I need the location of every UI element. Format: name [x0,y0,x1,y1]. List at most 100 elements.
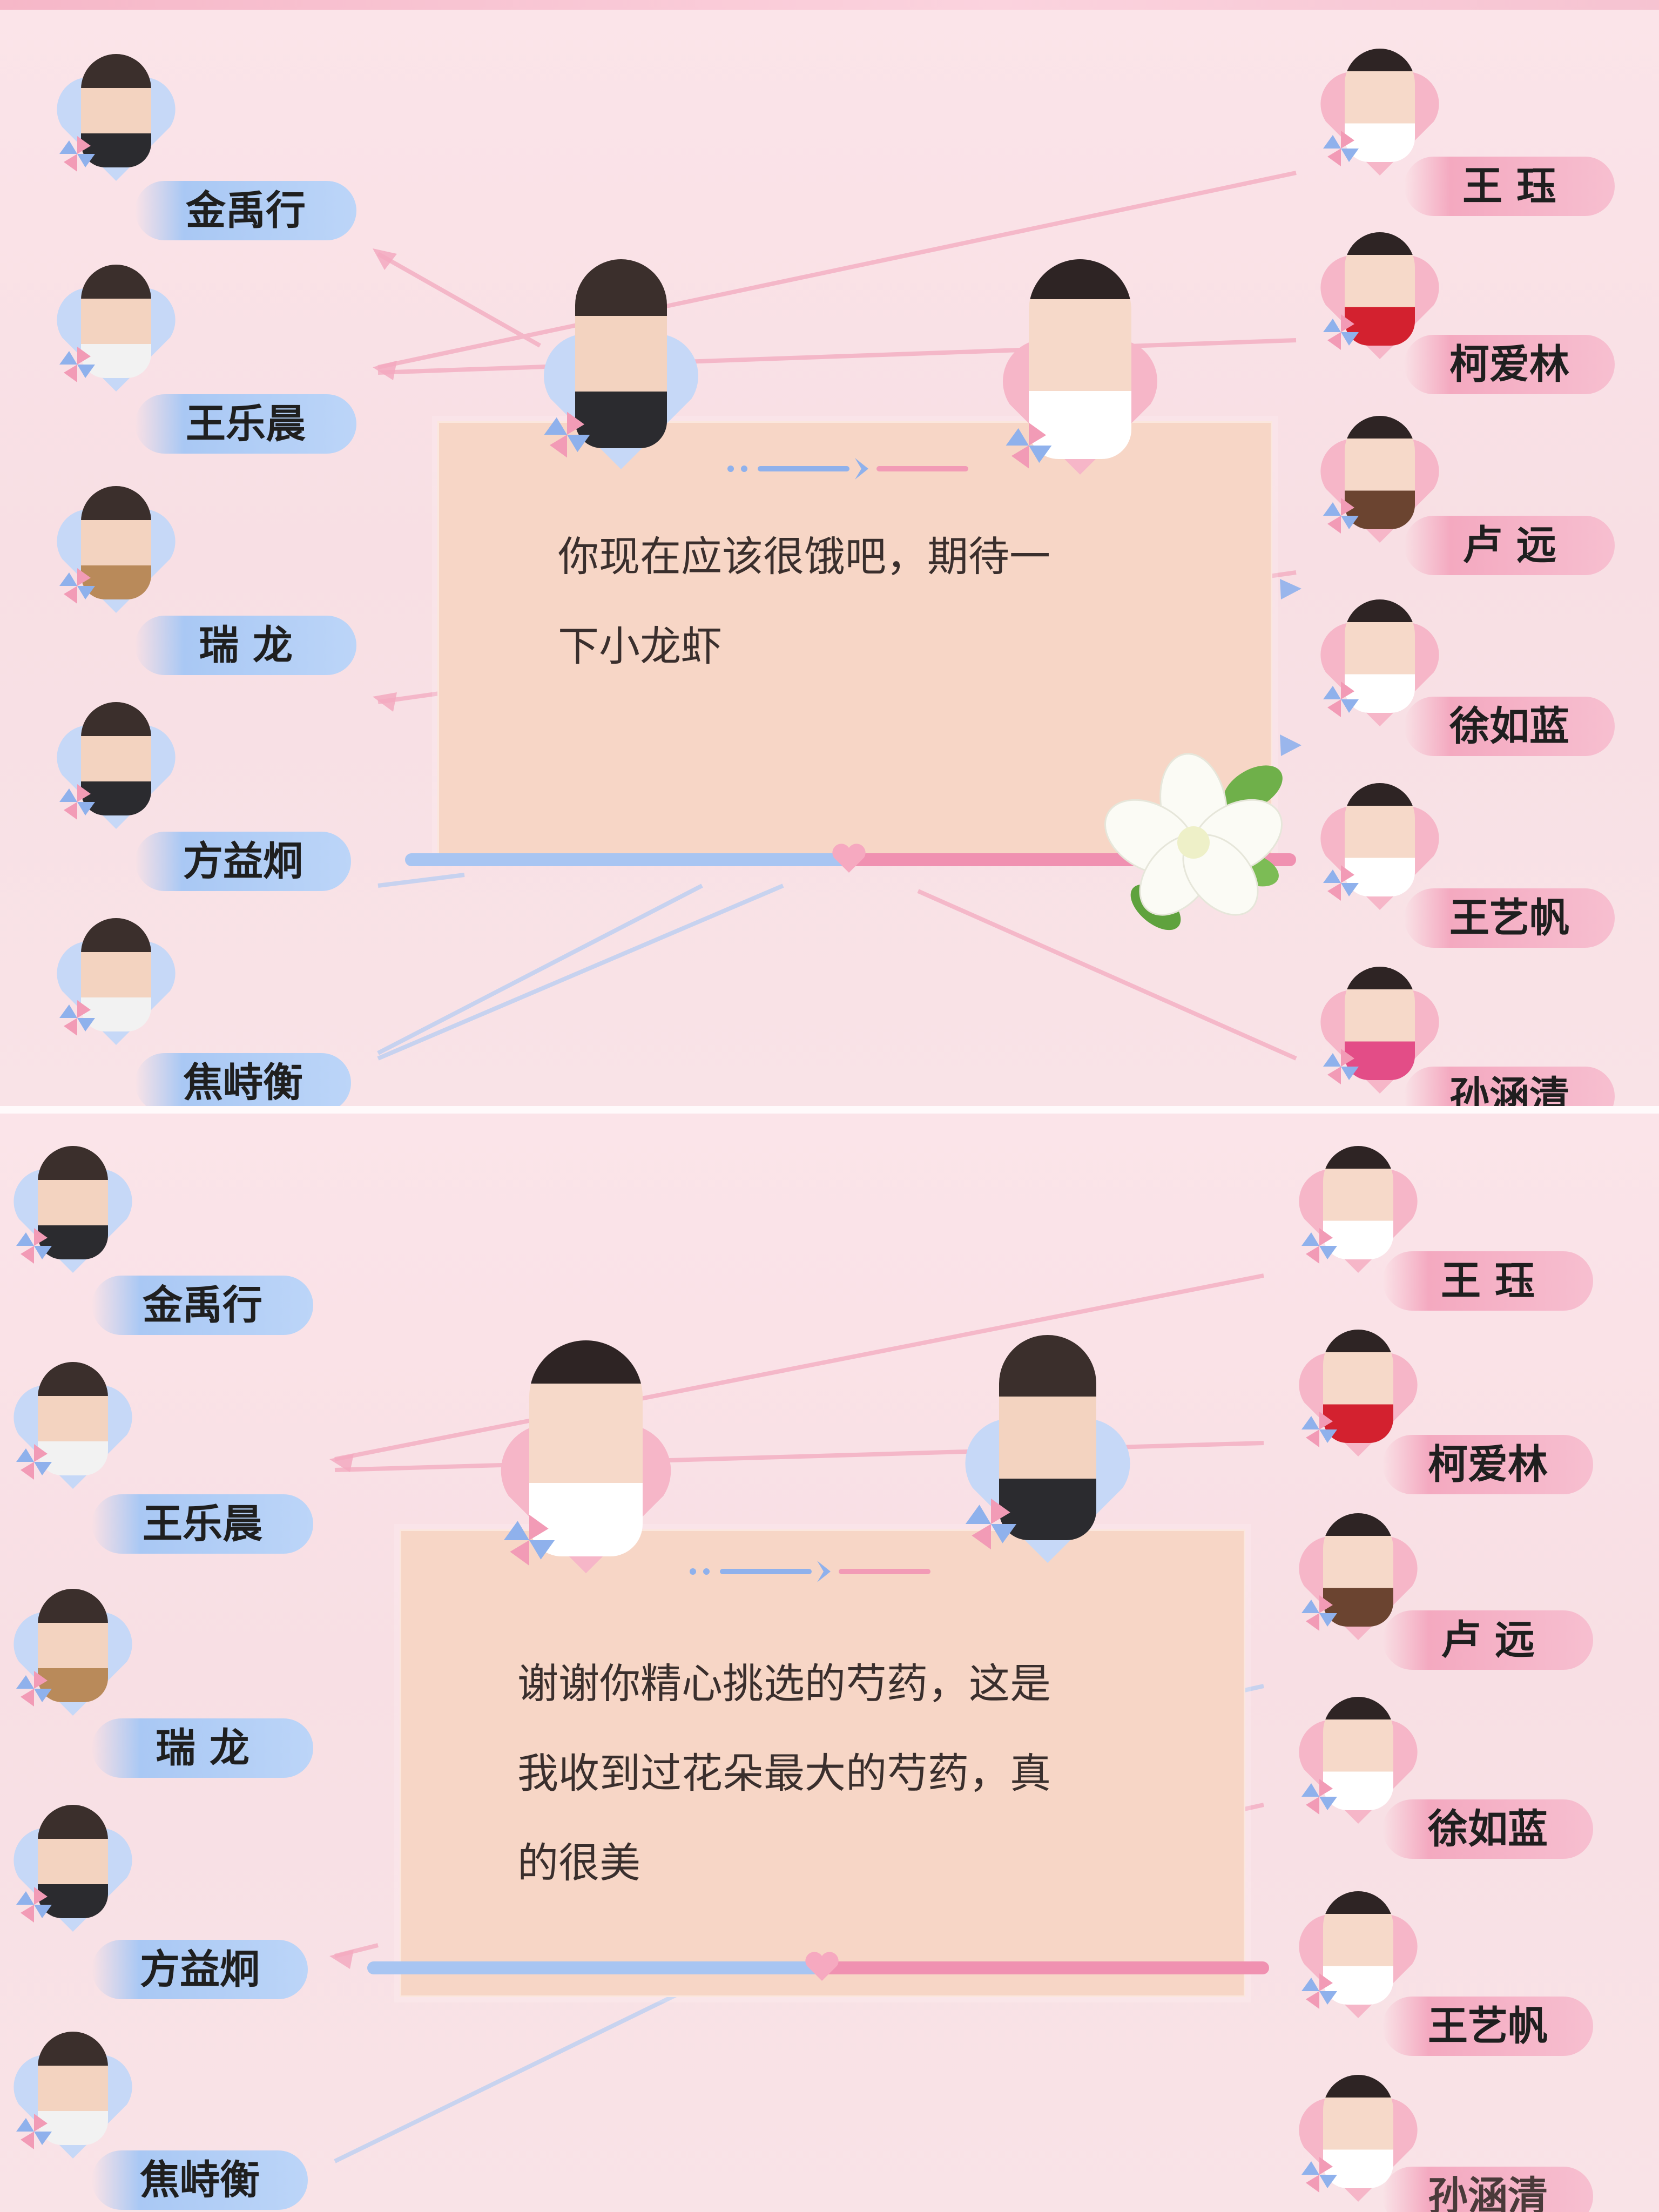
cast-name-tag: 柯爱林 [1382,1435,1593,1494]
top-border [0,0,1659,10]
cast-avatar-male-1[interactable] [11,1146,135,1276]
message-card: 你现在应该很饿吧，期待一 下小龙虾 [437,421,1272,857]
cast-name-tag: 王乐晨 [135,394,356,454]
cast-name-tag: 方益炯 [135,832,351,891]
cast-name-tag: 王 珏 [1382,1251,1593,1311]
message-text: 你现在应该很饿吧，期待一 下小龙虾 [558,532,1050,670]
message-text: 谢谢你精心挑选的芍药，这是 我收到过花朵最大的芍药，真 的很美 [517,1660,1051,1887]
cast-avatar-female-5[interactable] [1296,1891,1420,2021]
cast-name-tag: 方益炯 [92,1940,308,1999]
portrait [1345,783,1415,896]
portrait [999,1335,1096,1540]
portrait [575,259,667,448]
cast-avatar-male-2[interactable] [54,265,178,394]
cast-name-tag: 徐如蓝 [1404,697,1615,756]
portrait [1345,232,1415,346]
portrait [1345,599,1415,713]
portrait [1323,1891,1393,2005]
cast-avatar-male-2[interactable] [11,1362,135,1492]
divider-bar-pink [821,1961,1269,1974]
cast-avatar-female-4[interactable] [1318,599,1442,729]
pinwheel-icon [503,1514,555,1566]
pinwheel-icon [1323,865,1359,901]
cast-avatar-male-5[interactable] [54,918,178,1048]
portrait [81,918,151,1031]
cast-name-tag: 焦峙衡 [135,1053,351,1106]
cast-name-tag: 柯爱林 [1404,335,1615,394]
portrait [1029,259,1131,459]
cast-name-tag: 孙涵清 [1382,2167,1593,2212]
cast-avatar-female-2[interactable] [1296,1330,1420,1459]
pinwheel-icon [1323,1049,1359,1084]
cast-avatar-female-3[interactable] [1296,1513,1420,1643]
arrow-icon [690,1561,930,1582]
portrait [38,1805,108,1918]
pinwheel-icon [59,136,95,172]
cast-avatar-female-5[interactable] [1318,783,1442,913]
pinwheel-icon [16,1228,52,1264]
portrait [38,2032,108,2145]
cast-avatar-male-4[interactable] [11,1805,135,1934]
portrait [529,1340,643,1556]
flower-icon [1104,753,1283,930]
cast-avatar-male-3[interactable] [11,1589,135,1718]
relationship-panel-2: 金禹行 王乐晨 瑞 龙 方益炯 焦峙衡 王 珏 柯爱林 卢 [0,1114,1659,2212]
cast-avatar-female-2[interactable] [1318,232,1442,362]
portrait [1323,1513,1393,1627]
portrait [1345,416,1415,529]
portrait [81,702,151,815]
cast-name-tag: 金禹行 [92,1276,313,1335]
heart-icon [832,844,866,873]
pinwheel-icon [1323,314,1359,350]
receiver-avatar[interactable] [961,1335,1134,1573]
portrait [1323,1697,1393,1810]
portrait [81,265,151,378]
pinwheel-icon [16,1671,52,1707]
pinwheel-icon [59,568,95,604]
cast-name-tag: 瑞 龙 [92,1718,313,1778]
pinwheel-icon [1323,131,1359,166]
cast-avatar-male-4[interactable] [54,702,178,832]
portrait [38,1146,108,1259]
pinwheel-icon [59,1000,95,1036]
cast-name-tag: 孙涵清 [1404,1067,1615,1106]
pinwheel-icon [16,1887,52,1923]
panel-separator [0,1106,1659,1114]
cast-avatar-male-3[interactable] [54,486,178,616]
pinwheel-icon [1301,1973,1337,2009]
cast-name-tag: 瑞 龙 [135,616,356,675]
pinwheel-icon [59,784,95,820]
cast-name-tag: 王 珏 [1404,157,1615,216]
cast-avatar-female-1[interactable] [1296,1146,1420,1276]
receiver-avatar[interactable] [999,259,1161,486]
cast-avatar-female-6[interactable] [1296,2075,1420,2204]
cast-avatar-male-5[interactable] [11,2032,135,2161]
portrait [1345,967,1415,1080]
portrait [81,54,151,167]
cast-name-tag: 王艺帆 [1404,888,1615,948]
cast-avatar-female-3[interactable] [1318,416,1442,545]
cast-avatar-male-1[interactable] [54,54,178,184]
pinwheel-icon [1301,1412,1337,1447]
sender-avatar[interactable] [540,259,702,475]
pinwheel-icon [544,412,590,458]
cast-avatar-female-6[interactable] [1318,967,1442,1096]
pinwheel-icon [16,2114,52,2149]
portrait [81,486,151,599]
message-card: 谢谢你精心挑选的芍药，这是 我收到过花朵最大的芍药，真 的很美 [400,1529,1245,1997]
portrait [1345,49,1415,162]
cast-name-tag: 卢 远 [1382,1610,1593,1670]
sender-avatar[interactable] [497,1340,675,1578]
portrait [1323,2075,1393,2188]
cast-name-tag: 焦峙衡 [92,2150,308,2210]
pinwheel-icon [1006,422,1052,469]
pinwheel-icon [1301,1595,1337,1631]
cast-avatar-female-4[interactable] [1296,1697,1420,1826]
pinwheel-icon [1301,2157,1337,2193]
cast-name-tag: 王乐晨 [92,1494,313,1554]
cast-avatar-female-1[interactable] [1318,49,1442,178]
portrait [1323,1146,1393,1259]
cast-name-tag: 卢 远 [1404,516,1615,575]
arrow-icon [727,458,968,480]
heart-icon [805,1952,839,1981]
